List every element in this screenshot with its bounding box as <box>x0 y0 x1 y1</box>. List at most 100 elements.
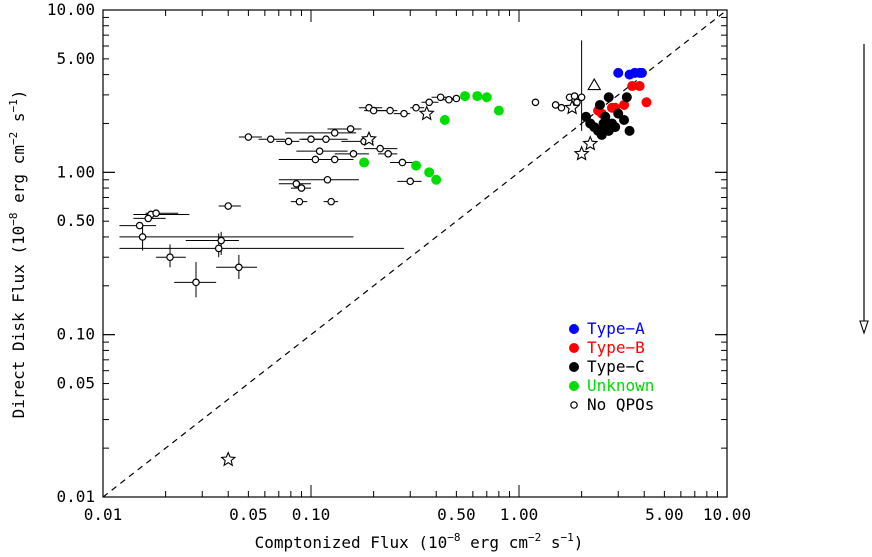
type-c-point <box>613 108 624 119</box>
no-qpos-point <box>330 129 339 137</box>
type-c-point <box>610 122 621 133</box>
unknown-point <box>411 160 422 171</box>
x-axis-title: Comptonized Flux (10−8 erg cm−2 s−1) <box>255 531 584 552</box>
type-c-point <box>598 118 609 129</box>
y-tick-label: 10.00 <box>47 0 95 19</box>
unknown-point <box>431 174 442 185</box>
legend-no-qpos-marker <box>570 401 578 409</box>
star-markers-point <box>573 145 590 161</box>
no-qpos-point <box>436 93 445 102</box>
no-qpos-point <box>369 106 378 115</box>
x-tick-label: 10.00 <box>703 505 751 524</box>
unknown-point <box>472 91 483 102</box>
plot-border <box>102 9 728 498</box>
star-markers-point <box>582 135 599 151</box>
y-tick-label: 0.50 <box>56 211 95 230</box>
unknown-point <box>424 167 435 178</box>
legend-unknown-label: Unknown <box>587 376 654 395</box>
no-qpos-point <box>570 92 579 100</box>
x-tick-label: 1.00 <box>500 505 539 524</box>
no-qpos-point <box>412 103 420 112</box>
legend-type-a-label: Type−A <box>587 319 645 338</box>
no-qpos-point <box>292 179 301 188</box>
type-c-point <box>621 92 632 103</box>
no-qpos-point <box>315 147 324 155</box>
no-qpos-point <box>551 101 560 109</box>
no-qpos-point <box>307 135 315 143</box>
no-qpos-point <box>346 125 355 133</box>
x-tick-label: 5.00 <box>645 505 684 524</box>
no-qpos-point <box>192 278 200 287</box>
legend-no-qpos-label: No QPOs <box>587 395 654 414</box>
no-qpos-point <box>311 155 320 164</box>
no-qpos-point <box>138 233 147 241</box>
no-qpos-point <box>577 93 586 102</box>
y-tick-label: 0.01 <box>56 487 95 506</box>
no-qpos-point <box>327 197 335 206</box>
x-tick-label: 0.50 <box>437 505 476 524</box>
no-qpos-point <box>398 158 407 167</box>
star-markers-point <box>360 130 377 147</box>
star-markers-point <box>418 105 435 121</box>
no-qpos-point <box>266 135 275 143</box>
type-a-point <box>613 67 624 78</box>
no-qpos-point <box>166 253 174 262</box>
type-b-point <box>641 97 652 108</box>
no-qpos-point <box>323 175 332 184</box>
no-qpos-point <box>284 137 293 146</box>
legend-unknown-marker <box>569 381 579 391</box>
star-markers-point <box>220 451 237 467</box>
legend-type-b-marker <box>569 343 579 353</box>
no-qpos-point <box>376 144 384 153</box>
no-qpos-point <box>152 209 160 218</box>
plot-frame <box>102 9 728 498</box>
type-c-point <box>594 99 605 110</box>
no-qpos-point <box>452 94 461 103</box>
unknown-point <box>459 91 470 102</box>
no-qpos-point <box>400 109 408 118</box>
no-qpos-point <box>384 150 392 158</box>
no-qpos-point <box>214 244 223 253</box>
no-qpos-point <box>144 214 153 223</box>
type-c-point <box>624 125 635 136</box>
legend-type-b-label: Type−B <box>587 338 645 357</box>
no-qpos-point <box>406 177 415 186</box>
unknown-point <box>481 92 492 103</box>
axis-ticks <box>102 9 728 498</box>
tick-labels: 0.01 0.05 0.10 0.50 1.00 5.00 10.00 0.01 0.05 0.1… <box>47 0 751 524</box>
no-qpos-point <box>295 197 304 206</box>
y-tick-label: 5.00 <box>56 49 95 68</box>
no-qpos-point <box>135 221 144 230</box>
y-tick-label: 0.05 <box>56 374 95 393</box>
no-qpos-point <box>531 98 540 107</box>
legend-type-c-label: Type−C <box>587 357 645 376</box>
no-qpos-point <box>297 184 306 192</box>
type-a-point <box>636 67 647 78</box>
no-qpos-point <box>244 133 253 141</box>
triangle-markers-point <box>587 77 602 91</box>
data-points <box>135 67 652 467</box>
side-arrow <box>859 44 869 335</box>
no-qpos-point <box>322 135 330 143</box>
star-markers-point <box>564 99 581 115</box>
unknown-point <box>359 157 370 168</box>
x-tick-label: 0.10 <box>292 505 331 524</box>
legend-type-c-marker <box>569 362 579 372</box>
y-tick-label: 0.10 <box>56 325 95 344</box>
type-b-point <box>634 81 645 92</box>
y-axis-title: Direct Disk Flux (10−8 erg cm−2 s−1) <box>7 90 28 419</box>
no-qpos-point <box>386 106 394 115</box>
no-qpos-point <box>557 103 566 112</box>
unknown-point <box>493 105 504 116</box>
no-qpos-point <box>235 263 243 272</box>
no-qpos-point <box>349 150 358 158</box>
error-bars <box>119 40 583 298</box>
no-qpos-point <box>330 155 339 164</box>
type-c-point <box>619 115 630 126</box>
unknown-point <box>439 115 450 126</box>
no-qpos-point <box>445 95 453 104</box>
x-tick-label: 0.05 <box>229 505 268 524</box>
type-c-point <box>603 92 614 103</box>
x-tick-label: 0.01 <box>84 505 123 524</box>
